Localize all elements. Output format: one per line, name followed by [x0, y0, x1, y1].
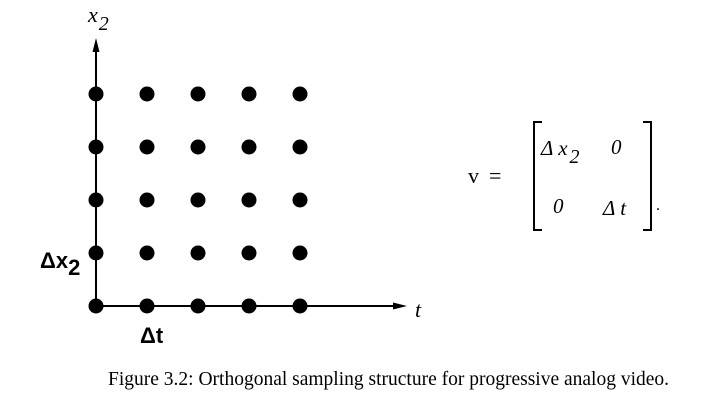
lattice-point — [139, 298, 155, 314]
matrix-left-bracket — [533, 121, 542, 231]
matrix-trailing-period: . — [656, 197, 660, 214]
matrix-entry-r1c1-subscript: 2 — [570, 146, 580, 168]
vertical-spacing-label-subscript: 2 — [68, 255, 80, 280]
lattice-point — [292, 245, 308, 261]
lattice-point — [88, 86, 104, 102]
horizontal-axis-arrowhead — [393, 302, 407, 310]
lattice-point — [241, 298, 257, 314]
lattice-point — [139, 139, 155, 155]
lattice-point — [292, 86, 308, 102]
matrix-entry-r2c2: Δ t — [602, 196, 627, 220]
horizontal-axis-label: t — [415, 297, 422, 322]
lattice-point — [88, 245, 104, 261]
lattice-point — [292, 139, 308, 155]
lattice-point — [241, 192, 257, 208]
matrix-equals-sign: = — [489, 163, 501, 188]
vertical-spacing-label: Δx2 — [40, 248, 80, 280]
lattice-point — [190, 86, 206, 102]
matrix-entry-r1c2: 0 — [611, 135, 622, 159]
lattice-point — [88, 139, 104, 155]
lattice-point — [292, 192, 308, 208]
lattice-point — [241, 86, 257, 102]
matrix-entry-r2c1: 0 — [553, 194, 564, 218]
lattice-point — [190, 139, 206, 155]
figure-caption: Figure 3.2: Orthogonal sampling structur… — [108, 369, 670, 390]
vertical-spacing-label-prefix: Δx — [40, 248, 69, 273]
lattice-point — [139, 86, 155, 102]
lattice-point — [241, 139, 257, 155]
matrix-entry-r1c1-prefix: Δ x — [540, 136, 568, 160]
vertical-axis-label-subscript: 2 — [99, 13, 109, 35]
matrix-name: v — [468, 163, 479, 188]
lattice-point — [139, 245, 155, 261]
lattice-point — [241, 245, 257, 261]
vertical-axis-label: x2 — [87, 2, 109, 35]
matrix-right-bracket — [643, 121, 652, 231]
lattice-point — [190, 298, 206, 314]
lattice-points — [88, 86, 308, 314]
lattice-point — [88, 298, 104, 314]
horizontal-spacing-label: Δt — [140, 323, 164, 348]
vertical-axis-arrowhead — [92, 38, 100, 52]
lattice-point — [190, 192, 206, 208]
lattice-point — [190, 245, 206, 261]
lattice-point — [139, 192, 155, 208]
lattice-point — [88, 192, 104, 208]
vertical-axis-label-base: x — [87, 2, 98, 27]
lattice-point — [292, 298, 308, 314]
